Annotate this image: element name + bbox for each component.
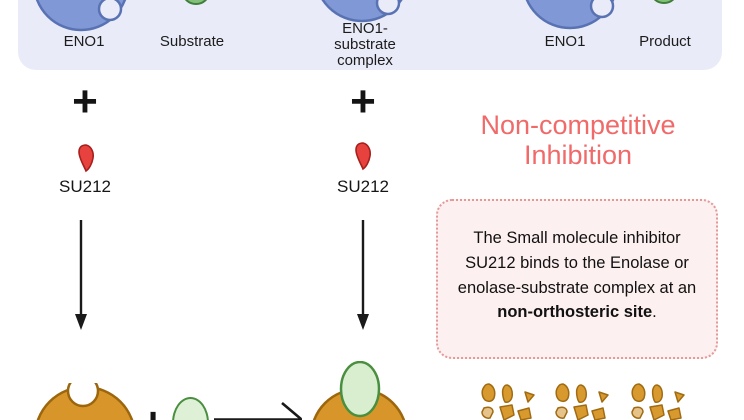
- substrate-bottom-icon: [172, 397, 209, 420]
- inhibited-complex-icon: [313, 361, 406, 420]
- product-label: Product: [639, 33, 691, 50]
- substrate-label: Substrate: [159, 33, 225, 50]
- plus-sign-middle: +: [350, 77, 376, 126]
- eno1-right-label: ENO1: [544, 33, 586, 50]
- enzyme-fragments-icon: [555, 383, 609, 420]
- enzyme-eno1-left-icon: [35, 0, 127, 32]
- down-arrow-middle-icon: [357, 220, 369, 330]
- su212-left-label: SU212: [59, 177, 111, 196]
- right-arrow-icon: [214, 402, 302, 420]
- eno1-left-label: ENO1: [63, 33, 105, 50]
- enzyme-eno1-right-icon: [525, 0, 615, 30]
- enzyme-fragments-icon: [481, 383, 535, 420]
- product-icon: [653, 0, 675, 4]
- info-box: The Small molecule inhibitor SU212 binds…: [436, 199, 718, 359]
- plus-sign-left: +: [72, 77, 98, 126]
- enzyme-substrate-complex-icon: [321, 0, 403, 23]
- info-box-text-end: .: [652, 303, 657, 322]
- su212-middle-label: SU212: [337, 177, 389, 196]
- complex-label: ENO1- substrate complex: [334, 20, 396, 69]
- down-arrow-left-icon: [75, 220, 87, 330]
- plus-sign-bottom: +: [133, 400, 173, 420]
- inhibitor-su212-left-icon: [78, 144, 94, 173]
- substrate-icon: [184, 0, 208, 5]
- enzyme-fragments-icon: [631, 383, 685, 420]
- page-title: Non-competitive Inhibition: [480, 110, 676, 171]
- info-box-bold-text: non-orthosteric site: [497, 303, 653, 322]
- info-box-text: The Small molecule inhibitor SU212 binds…: [457, 229, 697, 297]
- inhibitor-su212-middle-icon: [355, 142, 371, 171]
- inhibited-enzyme-free-icon: [36, 383, 134, 420]
